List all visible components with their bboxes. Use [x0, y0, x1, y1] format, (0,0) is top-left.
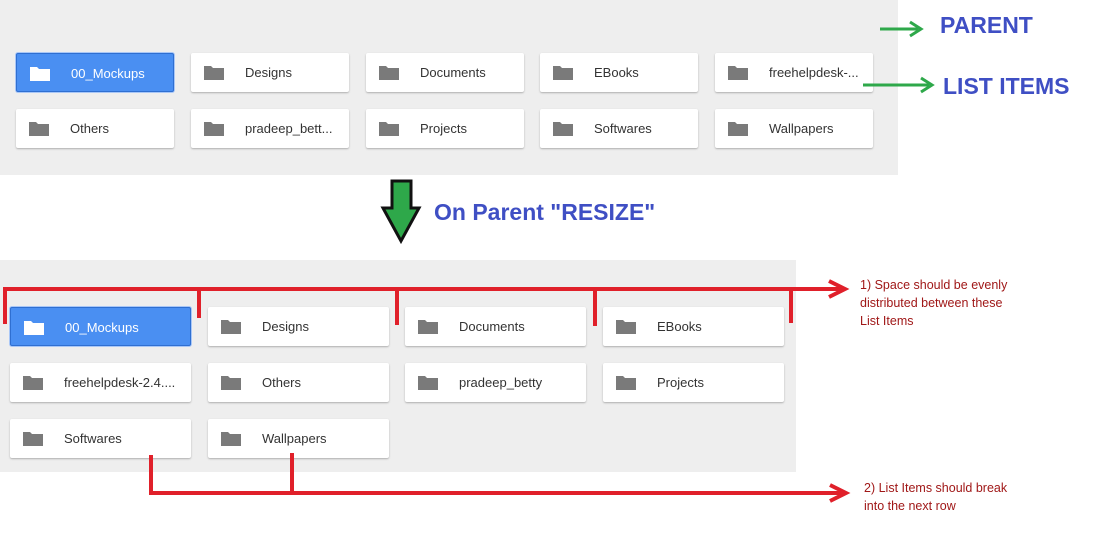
folder-icon — [28, 121, 50, 137]
folder-icon — [615, 375, 637, 391]
folder-item[interactable]: pradeep_bett... — [191, 109, 349, 148]
folder-item[interactable]: Wallpapers — [208, 419, 389, 458]
folder-icon — [29, 66, 51, 82]
folder-item[interactable]: Others — [208, 363, 389, 402]
folder-icon — [203, 121, 225, 137]
note-1-line-1: 1) Space should be evenly — [860, 278, 1008, 292]
spacing-marker — [3, 279, 850, 326]
arrow-right-icon — [863, 76, 935, 94]
note-1-line-2: distributed between these — [860, 296, 1003, 310]
folder-icon — [220, 375, 242, 391]
folder-icon — [220, 319, 242, 335]
arrow-right-icon — [880, 20, 924, 38]
note-1-line-3: List Items — [860, 314, 914, 328]
folder-icon — [378, 65, 400, 81]
folder-icon — [727, 121, 749, 137]
folder-item[interactable]: EBooks — [603, 307, 784, 346]
folder-icon — [552, 65, 574, 81]
folder-icon — [220, 431, 242, 447]
folder-item[interactable]: Projects — [603, 363, 784, 402]
folder-item[interactable]: Wallpapers — [715, 109, 873, 148]
folder-item[interactable]: Documents — [366, 53, 524, 92]
folder-icon — [22, 431, 44, 447]
note-2-line-2: into the next row — [864, 499, 956, 513]
folder-icon — [378, 121, 400, 137]
folder-item[interactable]: Softwares — [10, 419, 191, 458]
folder-icon — [203, 65, 225, 81]
folder-icon — [23, 320, 45, 336]
folder-item[interactable]: Projects — [366, 109, 524, 148]
resize-label: On Parent "RESIZE" — [434, 199, 656, 225]
note-2: 2) List Items should break into the next… — [864, 479, 1007, 515]
folder-item[interactable]: 00_Mockups — [16, 53, 174, 92]
folder-item[interactable]: Others — [16, 109, 174, 148]
parent-label: PARENT — [940, 12, 1033, 38]
folder-item[interactable]: pradeep_betty — [405, 363, 586, 402]
arrow-down-icon — [380, 179, 422, 245]
folder-icon — [417, 375, 439, 391]
folder-icon — [615, 319, 637, 335]
folder-icon — [552, 121, 574, 137]
note-2-line-1: 2) List Items should break — [864, 481, 1008, 495]
folder-item[interactable]: Documents — [405, 307, 586, 346]
note-1: 1) Space should be evenly distributed be… — [860, 276, 1007, 330]
folder-item[interactable]: 00_Mockups — [10, 307, 191, 346]
folder-item[interactable]: Designs — [208, 307, 389, 346]
folder-item[interactable]: Softwares — [540, 109, 698, 148]
folder-icon — [417, 319, 439, 335]
folder-icon — [727, 65, 749, 81]
folder-item[interactable]: freehelpdesk-... — [715, 53, 873, 92]
list-items-label: LIST ITEMS — [943, 73, 1070, 99]
folder-item[interactable]: Designs — [191, 53, 349, 92]
folder-icon — [22, 375, 44, 391]
folder-item[interactable]: freehelpdesk-2.4.... — [10, 363, 191, 402]
folder-item[interactable]: EBooks — [540, 53, 698, 92]
wrap-marker — [149, 453, 851, 503]
